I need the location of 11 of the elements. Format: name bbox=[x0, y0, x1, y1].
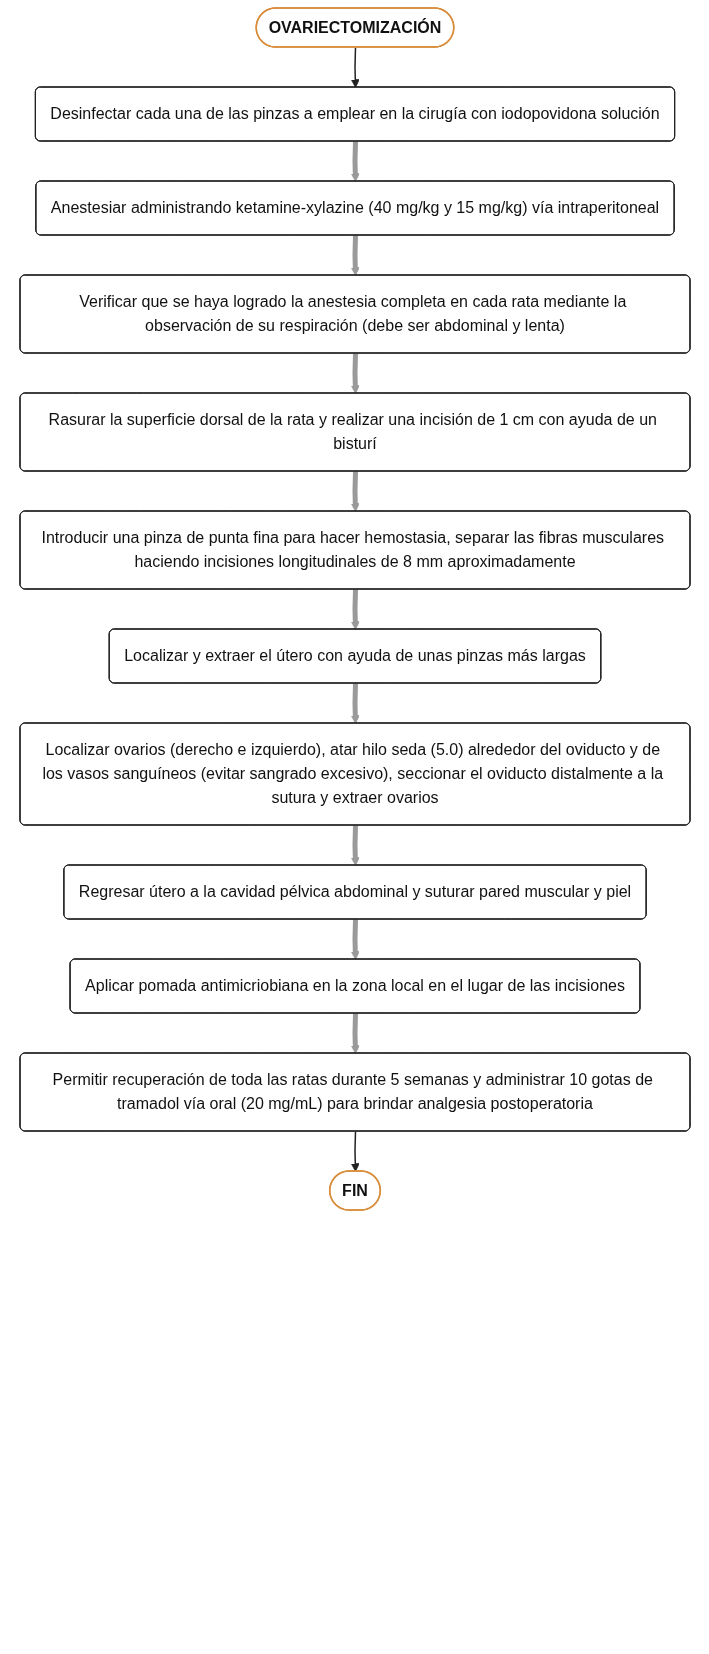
arrow bbox=[350, 353, 360, 394]
arrow bbox=[350, 46, 360, 88]
arrow bbox=[350, 235, 360, 276]
arrow bbox=[350, 1013, 360, 1054]
arrow bbox=[350, 471, 360, 512]
arrow bbox=[350, 919, 360, 960]
arrow bbox=[350, 825, 360, 866]
arrow bbox=[350, 589, 360, 630]
arrow bbox=[350, 683, 360, 724]
arrow bbox=[350, 141, 360, 182]
arrow bbox=[350, 1130, 360, 1172]
